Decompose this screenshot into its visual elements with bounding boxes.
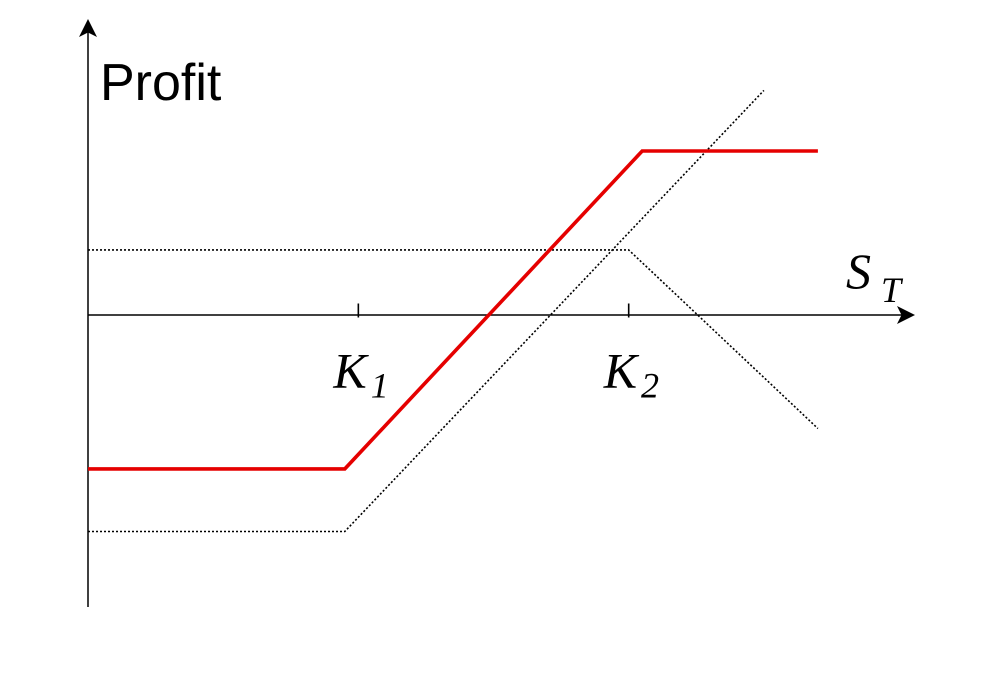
y-axis-label: Profit: [100, 54, 222, 112]
series-short_call: [88, 249, 819, 430]
series-layer: [88, 89, 819, 533]
x-axis-label-main: S: [846, 243, 871, 299]
series-combined: [88, 149, 818, 471]
x-axis-label-sub: T: [881, 270, 904, 310]
x-axis-label: S T: [846, 243, 904, 310]
series-long_call: [88, 89, 765, 533]
